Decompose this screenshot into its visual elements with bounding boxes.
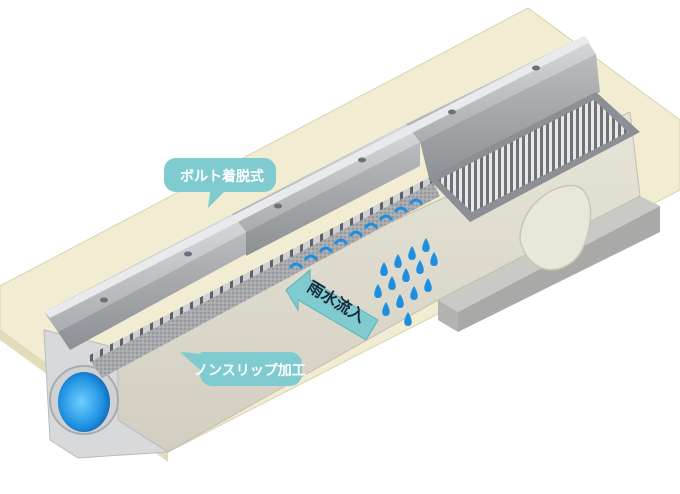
nonslip-callout-label: ノンスリップ加工	[194, 363, 306, 379]
raindrop-icon	[408, 246, 416, 260]
top-cap-segment-1-face	[58, 232, 246, 350]
bolt-holes	[100, 65, 540, 303]
inflow-marks	[288, 198, 424, 269]
side-outlet-opening	[519, 184, 592, 271]
raindrop-icon	[388, 276, 396, 290]
raindrop-icon	[430, 252, 438, 266]
bolt-callout: ボルト着脱式	[164, 158, 276, 208]
raindrop-icon	[394, 254, 402, 268]
top-cap-highlight	[44, 36, 590, 318]
bolt-hole-icon	[100, 297, 108, 303]
nonslip-callout-bubble	[180, 352, 302, 386]
bolt-hole-icon	[358, 157, 366, 163]
top-cap-segment-2-face	[246, 142, 420, 256]
raindrop-icon	[410, 286, 418, 300]
bolt-hole-icon	[184, 251, 192, 257]
raindrop-icon	[416, 260, 424, 274]
bolt-callout-label: ボルト着脱式	[180, 168, 264, 185]
pipe-outlet-water	[58, 372, 110, 432]
raindrop-icon	[374, 284, 382, 298]
raindrop-icon	[396, 294, 404, 308]
bolt-hole-icon	[448, 109, 456, 115]
bolt-hole-icon	[532, 65, 540, 71]
slot-strip	[88, 176, 434, 362]
raindrop-icon	[424, 278, 432, 292]
arrow-icon	[285, 268, 379, 341]
raindrop-icon	[382, 302, 390, 316]
raindrops	[374, 238, 438, 326]
top-cap-segment-3-face	[420, 54, 600, 182]
bolt-callout-bubble	[164, 158, 276, 208]
nonslip-callout: ノンスリップ加工	[180, 352, 306, 386]
raindrop-icon	[404, 312, 412, 326]
raindrop-icon	[380, 262, 388, 276]
raindrop-icon	[422, 238, 430, 252]
raindrop-icon	[402, 268, 410, 282]
base-block-front	[438, 300, 458, 332]
bolt-hole-icon	[274, 203, 282, 209]
non-slip-surface	[90, 180, 440, 378]
grating-bars	[438, 100, 628, 212]
